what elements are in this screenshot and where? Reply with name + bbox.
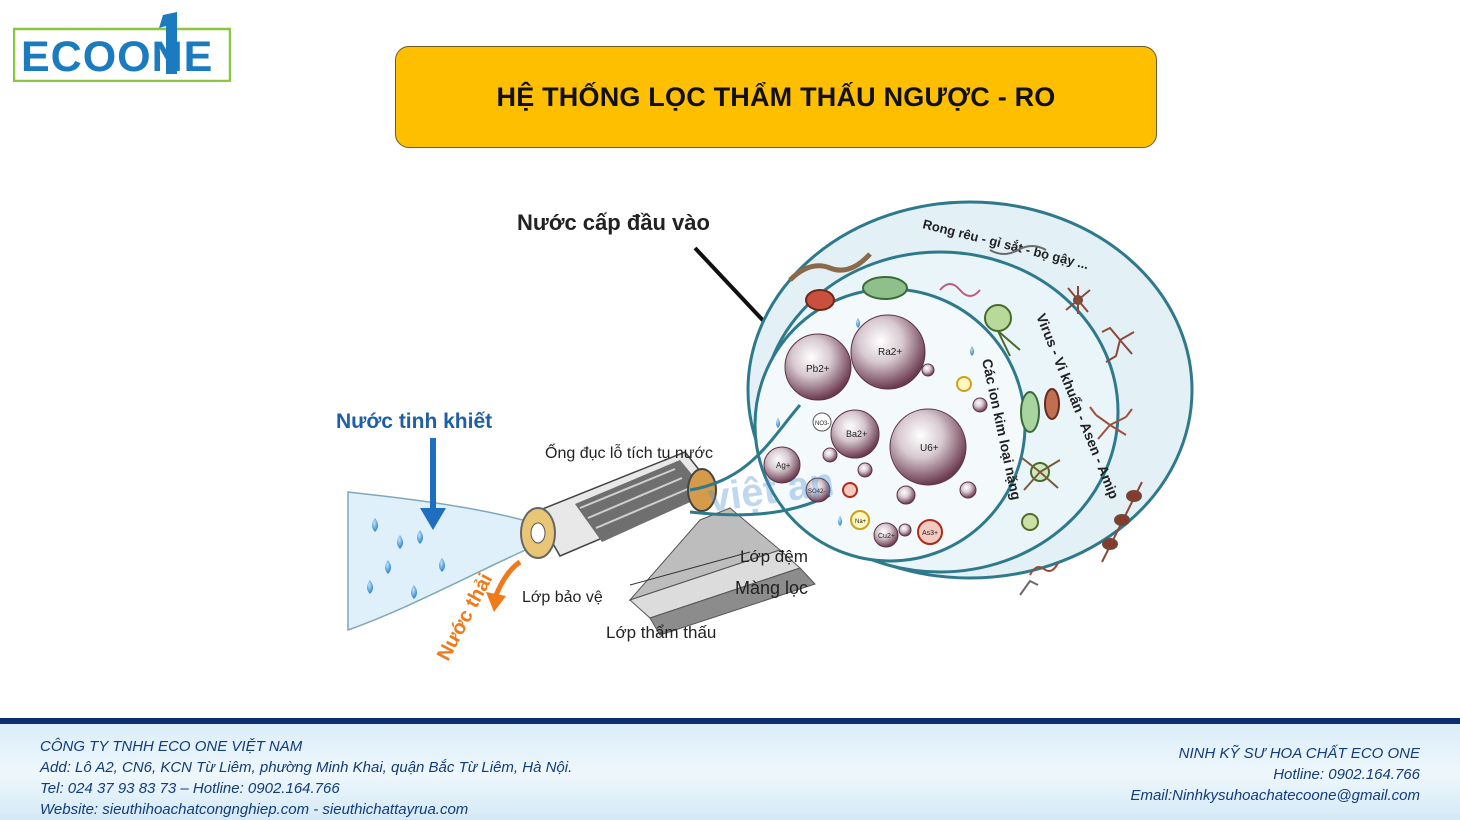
feed-water-label: Nước cấp đầu vào: [517, 210, 710, 235]
svg-text:Na+: Na+: [855, 519, 867, 525]
footer-contact: NINH KỸ SƯ HOA CHẤT ECO ONE Hotline: 090…: [1130, 743, 1420, 806]
footer-divider: [0, 718, 1460, 724]
title-banner: HỆ THỐNG LỌC THẨM THẤU NGƯỢC - RO: [395, 46, 1157, 148]
spacer-layer-label: Lớp đệm: [740, 547, 808, 566]
footer-right-title: NINH KỸ SƯ HOA CHẤT ECO ONE: [1178, 745, 1420, 762]
microorganisms: [788, 245, 1143, 596]
footer-company-info: CÔNG TY TNHH ECO ONE VIỆT NAM Add: Lô A2…: [40, 736, 572, 820]
page-title: HỆ THỐNG LỌC THẨM THẤU NGƯỢC - RO: [496, 81, 1056, 112]
footer: CÔNG TY TNHH ECO ONE VIỆT NAM Add: Lô A2…: [0, 718, 1460, 820]
footer-address: Add: Lô A2, CN6, KCN Từ Liêm, phường Min…: [40, 759, 573, 776]
svg-text:NO3-: NO3-: [815, 421, 829, 427]
ro-filter-diagram: Nước tinh khiết Nước thải Ống đục lỗ tíc…: [330, 190, 1210, 670]
svg-text:U6+: U6+: [920, 443, 939, 454]
footer-right-email: Email:Ninhkysuhoachatecoone@gmail.com: [1130, 787, 1420, 804]
footer-phone: Tel: 024 37 93 83 73 – Hotline: 0902.164…: [40, 780, 340, 797]
svg-text:Pb2+: Pb2+: [806, 364, 830, 375]
svg-text:Ag+: Ag+: [776, 461, 791, 470]
svg-text:Ra2+: Ra2+: [878, 347, 902, 358]
footer-company: CÔNG TY TNHH ECO ONE VIỆT NAM: [40, 738, 303, 755]
eco-one-logo: ECOONE: [12, 12, 232, 83]
footer-right-hotline: Hotline: 0902.164.766: [1273, 766, 1420, 783]
membrane-cylinder: [520, 451, 816, 636]
membrane-label: Màng lọc: [735, 578, 808, 598]
water-drops: [367, 518, 445, 599]
permeate-layer-label: Lớp thẩm thấu: [606, 623, 716, 642]
heavy-metal-ions: Pb2+ Ra2+ U6+ Ba2+ Ag+ Cu2+ As3+ SO42- N…: [763, 314, 988, 548]
logo-text: ECOONE: [21, 33, 213, 81]
svg-text:SO42-: SO42-: [808, 489, 825, 495]
protective-layer-label: Lớp bảo vệ: [522, 589, 603, 606]
pure-water-label: Nước tinh khiết: [336, 410, 492, 433]
svg-text:Ba2+: Ba2+: [846, 429, 867, 439]
svg-text:As3+: As3+: [922, 530, 938, 537]
svg-text:Cu2+: Cu2+: [878, 533, 895, 540]
perforated-tube-label: Ống đục lỗ tích tụ nước: [545, 442, 713, 462]
footer-website: Website: sieuthihoachatcongnghiep.com - …: [40, 801, 469, 818]
